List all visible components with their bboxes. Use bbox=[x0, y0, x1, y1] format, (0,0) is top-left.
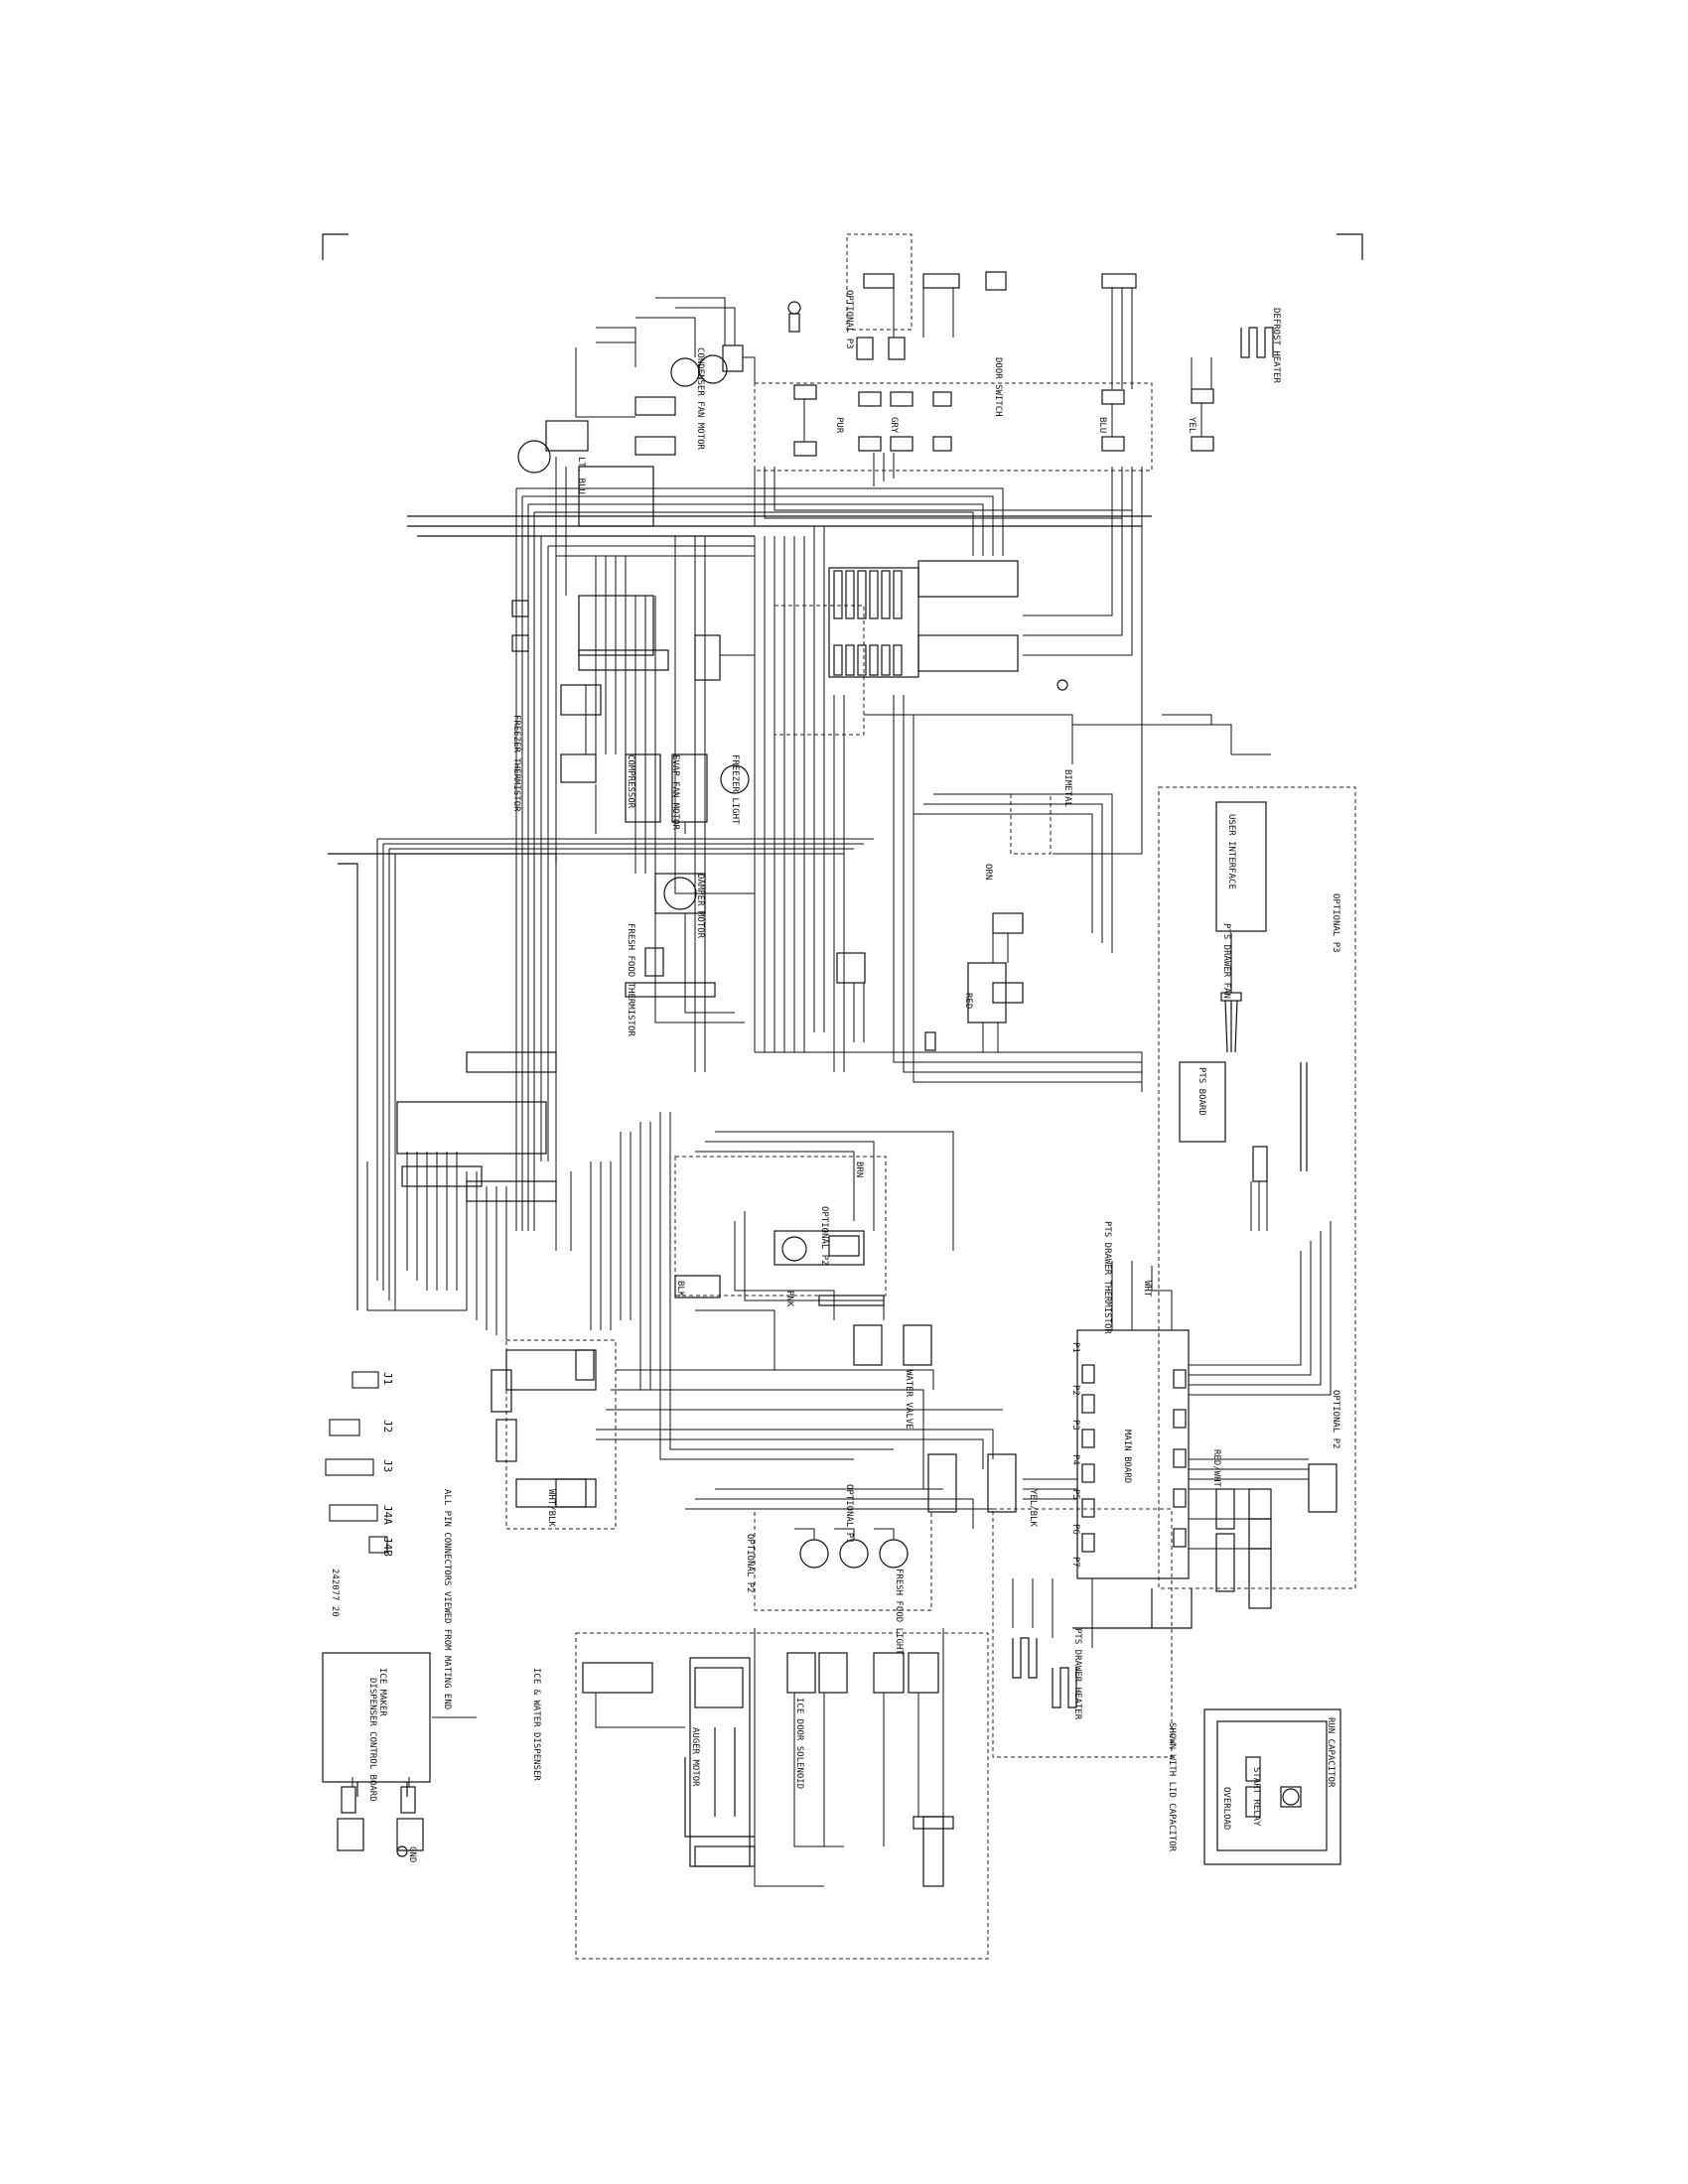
label-fresh-food-light: FRESH FOOD LIGHT bbox=[894, 1569, 904, 1655]
ice-maker-box bbox=[322, 1652, 431, 1857]
label-run-capacitor: RUN CAPACITOR bbox=[1326, 1717, 1336, 1788]
label-pts-drawer-heater: PTS DRAWER HEATER bbox=[1072, 1628, 1082, 1720]
wire-pnk: PNK bbox=[784, 1291, 794, 1307]
label-optional-p2c: OPTIONAL P2 bbox=[745, 1534, 755, 1593]
label-optional-p3: OPTIONAL P3 bbox=[1331, 893, 1340, 953]
conn-j4a: J4A bbox=[381, 1505, 394, 1525]
wire-blu: BLU bbox=[1097, 417, 1107, 434]
conn-p7: P7 bbox=[1070, 1557, 1080, 1568]
wire-red-wht: RED/WHT bbox=[1211, 1449, 1221, 1487]
wire-yel: YEL bbox=[1187, 417, 1196, 434]
conn-p2: P2 bbox=[1070, 1385, 1080, 1396]
conn-j4b: J4B bbox=[381, 1537, 394, 1557]
label-defrost-heater: DEFROST HEATER bbox=[1271, 308, 1281, 383]
capacitor-box bbox=[1203, 1708, 1341, 1865]
dispenser-module bbox=[582, 1652, 954, 1887]
label-auger-motor: AUGER MOTOR bbox=[690, 1727, 700, 1787]
label-optional-p2: OPTIONAL P2 bbox=[1331, 1390, 1340, 1449]
wire-wht: WHT bbox=[1142, 1281, 1152, 1297]
label-ice-door-solenoid: ICE DOOR SOLENOID bbox=[794, 1698, 804, 1790]
label-cond-fan: CONDENSER FAN MOTOR bbox=[695, 347, 705, 450]
label-fresh-food-thermistor: FRESH FOOD THERMISTOR bbox=[626, 923, 635, 1036]
pts-heater bbox=[1012, 327, 1274, 1708]
wire-orn: ORN bbox=[983, 864, 993, 881]
wire-gry: GRY bbox=[889, 417, 899, 434]
conn-p4: P4 bbox=[1070, 1454, 1080, 1465]
wire-wht-blk: WHT/BLK bbox=[546, 1489, 556, 1527]
wire-lt-blu: LT. BLU bbox=[576, 457, 586, 494]
label-pts-drawer-fan: PTS DRAWER FAN bbox=[1221, 923, 1231, 999]
middle-hub bbox=[396, 873, 1024, 1202]
doc-code: 242077 20 bbox=[330, 1569, 340, 1617]
label-user-interface: USER INTERFACE bbox=[1226, 814, 1236, 889]
capacitor-note: SHOWN WITH LID CAPACITOR bbox=[1167, 1722, 1177, 1852]
wire-brn: BRN bbox=[854, 1161, 864, 1178]
label-freezer-light: FREEZER LIGHT bbox=[730, 754, 740, 825]
label-door-switch: DOOR SWITCH bbox=[993, 357, 1003, 417]
pts-area bbox=[1179, 801, 1337, 1609]
conn-p1: P1 bbox=[1070, 1342, 1080, 1353]
conn-j2: J2 bbox=[381, 1420, 394, 1433]
label-damper-motor: DAMPER MOTOR bbox=[695, 874, 705, 939]
conn-j1: J1 bbox=[381, 1372, 394, 1386]
label-evap-fan: EVAP FAN MOTOR bbox=[670, 754, 680, 830]
main-board bbox=[1076, 1329, 1190, 1579]
lower-components bbox=[491, 1230, 1017, 1569]
label-optional-p2b: OPTIONAL P2 bbox=[819, 1206, 829, 1266]
label-optional-p1: OPTIONAL P1 bbox=[844, 1484, 854, 1544]
label-main-board: MAIN BOARD bbox=[1122, 1430, 1132, 1484]
wire-pur: PUR bbox=[834, 417, 844, 434]
label-ice-water: ICE & WATER DISPENSER bbox=[531, 1668, 541, 1781]
wire-red: RED bbox=[963, 993, 973, 1010]
label-pts-board: PTS BOARD bbox=[1196, 1067, 1206, 1116]
conn-p5: P5 bbox=[1070, 1489, 1080, 1500]
crop-marks bbox=[322, 233, 1363, 260]
label-freezer-thermistor: FREEZER THERMISTOR bbox=[511, 715, 521, 812]
wire-network bbox=[352, 288, 1332, 1887]
conn-j3: J3 bbox=[381, 1459, 394, 1473]
connector-legend bbox=[325, 1371, 388, 1554]
top-connectors bbox=[634, 271, 1214, 457]
label-optional-p3b: OPTIONAL P3 bbox=[844, 290, 854, 349]
label-ice-maker: ICE MAKER bbox=[377, 1668, 387, 1716]
label-water-valve: WATER VALVE bbox=[904, 1370, 914, 1430]
label-bimetal: BIMETAL bbox=[1062, 769, 1072, 807]
wire-blk: BLK bbox=[675, 1281, 685, 1297]
bus-lines bbox=[328, 515, 1193, 1629]
conn-p3: P3 bbox=[1070, 1420, 1080, 1431]
optional-enclosures bbox=[505, 233, 1356, 1960]
label-overload: OVERLOAD bbox=[1221, 1787, 1231, 1831]
label-compressor: COMPRESSOR bbox=[626, 754, 635, 809]
wire-yel-blk: YEL/BLK bbox=[1028, 1489, 1038, 1527]
legend-note: ALL PIN CONNECTORS VIEWED FROM MATING EN… bbox=[442, 1489, 452, 1710]
damper-box bbox=[828, 560, 1068, 691]
ground-label: GND bbox=[407, 1846, 417, 1863]
conn-p6: P6 bbox=[1070, 1524, 1080, 1535]
label-dispenser-control: DISPENSER CONTROL BOARD bbox=[367, 1678, 377, 1802]
label-pts-drawer-thermistor: PTS DRAWER THERMISTOR bbox=[1102, 1221, 1112, 1334]
label-start-relay: START RELAY bbox=[1251, 1767, 1261, 1827]
